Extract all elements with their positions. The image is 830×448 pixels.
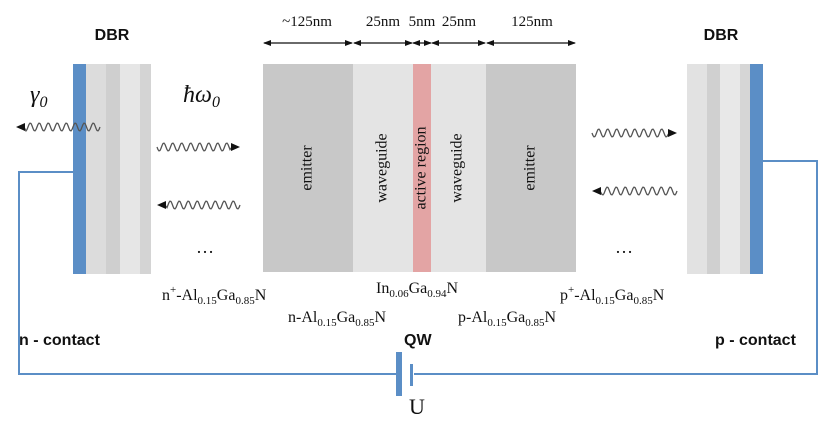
material-p-label: p-Al0.15Ga0.85N (458, 309, 556, 329)
photon-left-arrow-left-bottom (164, 200, 241, 210)
heterostructure (263, 64, 576, 272)
waveguide-n-label: waveguide (374, 133, 391, 202)
waveguide-p-layer (431, 64, 486, 272)
dbr-right-layer-1 (687, 64, 707, 274)
p-contact-label: p - contact (715, 332, 797, 349)
photon-left-arrow-right-bottom (599, 186, 678, 196)
photon-escape-arrow (23, 122, 101, 133)
dim-label-active: 5nm (409, 14, 436, 30)
photon-arrows (16, 122, 678, 210)
material-n-label: n-Al0.15Ga0.85N (288, 309, 386, 329)
dbr-right-layer-2 (707, 64, 720, 274)
ellipsis-left: … (196, 237, 214, 257)
dim-label-waveguide-p: 25nm (442, 14, 477, 30)
photon-right-arrow-right-top (591, 128, 670, 138)
photon-arrowhead (668, 129, 677, 137)
dbr-right-label: DBR (704, 27, 739, 44)
photon-energy-symbol: ħω0 (183, 82, 220, 111)
dbr-left-layer-4 (140, 64, 151, 274)
photon-arrowhead (592, 187, 601, 195)
battery-plate-short (410, 364, 413, 386)
emitter-p-label: emitter (522, 145, 539, 191)
circuit-wires (18, 160, 818, 375)
ellipsis-right: … (615, 237, 633, 257)
dbr-right-contact-layer (750, 64, 763, 274)
waveguide-p-label: waveguide (449, 133, 466, 202)
photon-arrowhead (157, 201, 166, 209)
dim-label-emitter-n: ~125nm (282, 14, 332, 30)
photon-arrowhead (231, 143, 240, 151)
dbr-left-layer-1 (86, 64, 106, 274)
material-p-plus-label: p+-Al0.15Ga0.85N (560, 284, 665, 307)
dbr-right-layer-4 (740, 64, 750, 274)
n-contact-wire (18, 171, 396, 375)
waveguide-n-layer (353, 64, 413, 272)
material-n-plus-label: n+-Al0.15Ga0.85N (162, 284, 267, 307)
voltage-source (396, 352, 413, 396)
voltage-label: U (409, 394, 425, 419)
dim-label-emitter-p: 125nm (511, 14, 553, 30)
dbr-left-layer-2 (106, 64, 120, 274)
dbr-left-mirror (73, 64, 151, 274)
qw-label: QW (404, 332, 432, 349)
dbr-left-layer-3 (120, 64, 140, 274)
photon-arrowhead (16, 123, 25, 131)
dbr-left-contact-layer (73, 64, 86, 274)
emitter-n-layer (263, 64, 353, 272)
emitter-p-layer (486, 64, 576, 272)
dbr-right-mirror (687, 64, 763, 274)
dim-label-waveguide-n: 25nm (366, 14, 401, 30)
material-ingan-label: In0.06Ga0.94N (376, 280, 458, 300)
photon-right-arrow-left-top (156, 142, 233, 152)
n-contact-label: n - contact (19, 332, 101, 349)
active-region-label: active region (413, 126, 430, 209)
battery-plate-long (396, 352, 402, 396)
active-region-layer (413, 64, 431, 272)
dbr-right-layer-3 (720, 64, 740, 274)
gamma-symbol: γ0 (30, 82, 47, 111)
emitter-n-label: emitter (299, 145, 316, 191)
dbr-left-label: DBR (95, 27, 130, 44)
p-contact-wire (414, 160, 818, 375)
